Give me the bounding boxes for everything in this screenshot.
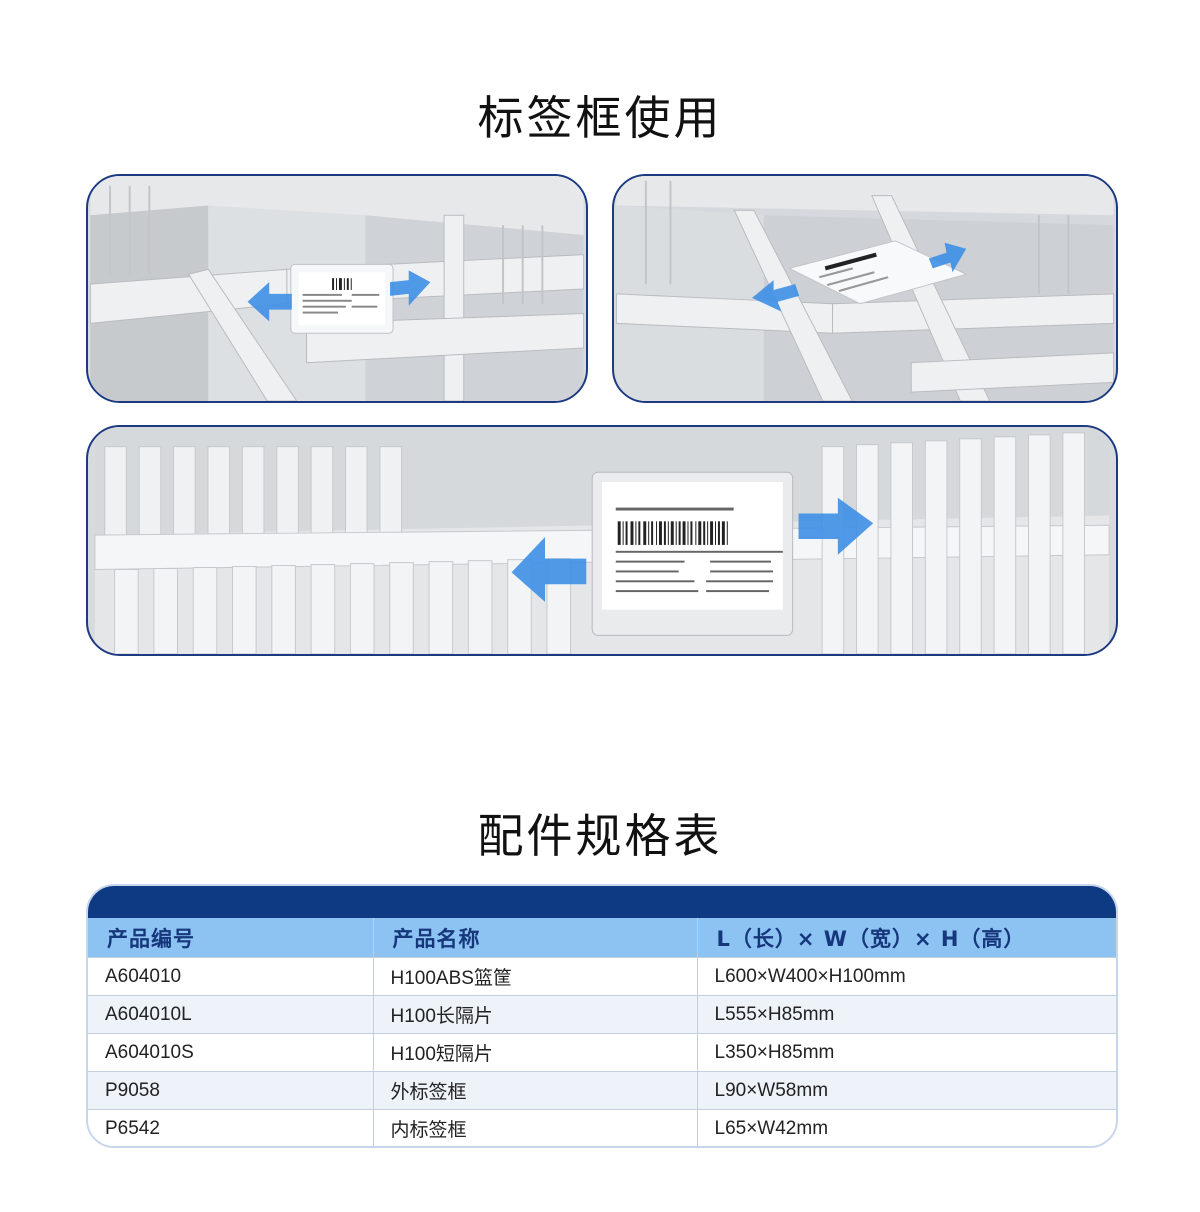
- cell-name: H100长隔片: [372, 995, 697, 1034]
- cell-code: A604010L: [88, 995, 373, 1034]
- cell-name: 内标签框: [372, 1109, 697, 1146]
- table-row: A604010L H100长隔片 L555×H85mm: [88, 995, 1116, 1034]
- cell-dimensions: L600×W400×H100mm: [696, 957, 1116, 996]
- cell-code: P9058: [88, 1071, 373, 1110]
- cell-name: 外标签框: [372, 1071, 697, 1110]
- table-row: P9058 外标签框 L90×W58mm: [88, 1071, 1116, 1110]
- basket-divider-illustration: [615, 176, 1115, 401]
- cell-dimensions: L350×H85mm: [696, 1033, 1116, 1072]
- column-header-name: 产品名称: [372, 918, 697, 958]
- cell-name: H100ABS篮筐: [372, 957, 697, 996]
- label-frame-photo-divider-top: [612, 174, 1118, 403]
- column-header-code: 产品编号: [88, 918, 373, 958]
- cell-dimensions: L555×H85mm: [696, 995, 1116, 1034]
- cell-name: H100短隔片: [372, 1033, 697, 1072]
- basket-divider-illustration: [89, 176, 585, 401]
- spec-table: 产品编号 产品名称 L（长）× W（宽）× H（高） A604010 H100A…: [86, 884, 1118, 1148]
- cell-dimensions: L65×W42mm: [696, 1109, 1116, 1146]
- column-header-dimensions: L（长）× W（宽）× H（高）: [696, 918, 1116, 958]
- spec-table-band: [88, 886, 1116, 918]
- move-arrows: [752, 242, 967, 312]
- spec-table-grid: 产品编号 产品名称 L（长）× W（宽）× H（高） A604010 H100A…: [88, 918, 1116, 1146]
- cell-code: A604010: [88, 957, 373, 996]
- cell-dimensions: L90×W58mm: [696, 1071, 1116, 1110]
- table-row: A604010S H100短隔片 L350×H85mm: [88, 1033, 1116, 1072]
- table-header-row: 产品编号 产品名称 L（长）× W（宽）× H（高）: [88, 918, 1116, 958]
- spec-section-title: 配件规格表: [477, 809, 723, 863]
- table-row: P6542 内标签框 L65×W42mm: [88, 1109, 1116, 1146]
- basket-side-illustration: [94, 427, 1110, 654]
- inner-label-card: [290, 263, 394, 334]
- outer-label-card: [591, 471, 794, 636]
- move-arrows: [247, 270, 431, 322]
- label-frame-photo-basket-side: [86, 425, 1118, 656]
- cell-code: P6542: [88, 1109, 373, 1146]
- inner-label-card: [787, 240, 968, 305]
- label-frame-photo-divider-cross: [86, 174, 588, 403]
- usage-section-title: 标签框使用: [477, 91, 723, 145]
- table-row: A604010 H100ABS篮筐 L600×W400×H100mm: [88, 957, 1116, 996]
- cell-code: A604010S: [88, 1033, 373, 1072]
- move-arrows: [511, 497, 874, 602]
